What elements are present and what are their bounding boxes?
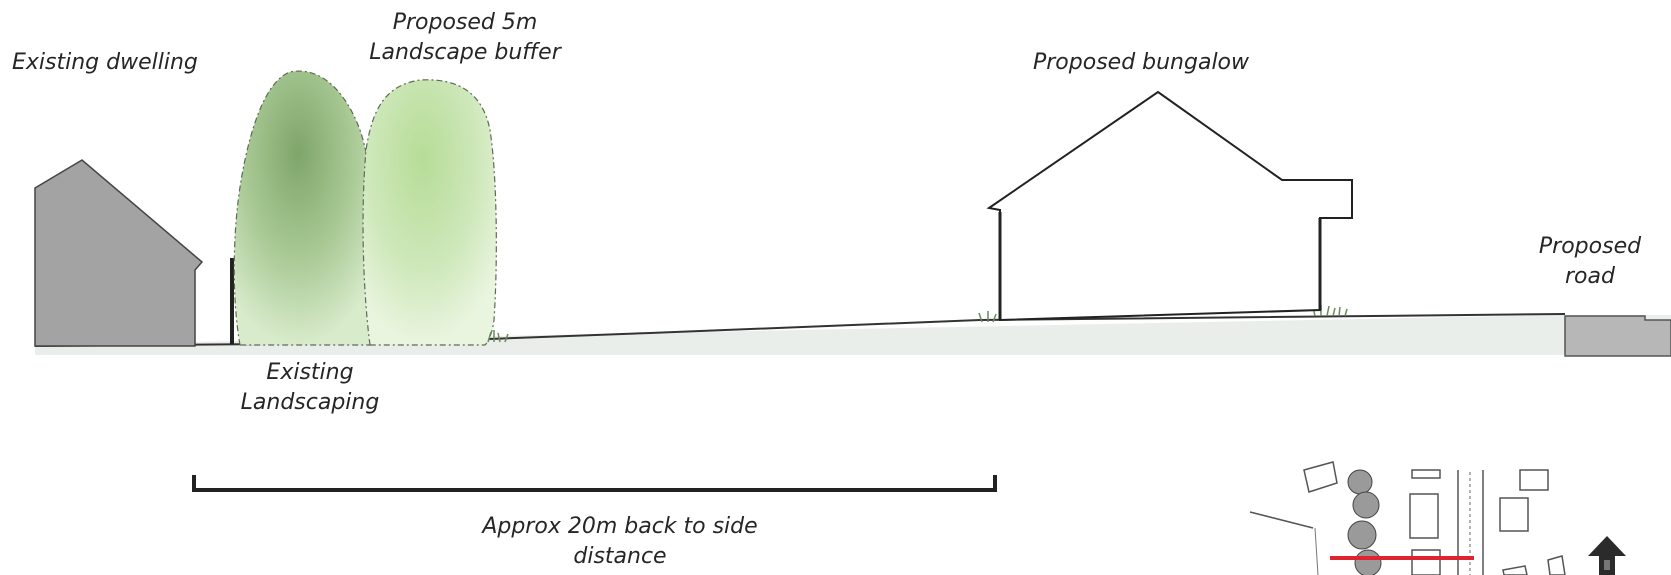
distance-dimension	[192, 475, 997, 492]
hedge-proposed	[362, 79, 497, 346]
existing-landscaping-label-line2: Landscaping	[240, 390, 380, 415]
key-plan	[1249, 461, 1566, 575]
landscape-buffer-label-line2: Landscape buffer	[369, 40, 561, 65]
existing-dwelling	[34, 159, 204, 347]
existing-landscaping-label: Existing Landscaping	[210, 358, 410, 418]
landscape-buffer-label-line1: Proposed 5m	[392, 10, 538, 35]
distance-label: Approx 20m back to side distance	[420, 512, 820, 572]
proposed-road-label-line2: road	[1565, 264, 1615, 289]
proposed-bungalow	[986, 90, 1353, 322]
north-arrow-icon	[1588, 536, 1626, 575]
distance-label-line1: Approx 20m back to side	[482, 514, 758, 539]
landscape-buffer-label: Proposed 5m Landscape buffer	[335, 8, 595, 68]
proposed-bungalow-label: Proposed bungalow	[1033, 50, 1250, 75]
existing-landscaping-label-line1: Existing	[266, 360, 354, 385]
hedge-existing	[233, 70, 377, 346]
existing-dwelling-label: Existing dwelling	[12, 50, 198, 75]
proposed-road-label-line1: Proposed	[1538, 234, 1642, 259]
distance-label-line2: distance	[573, 544, 667, 569]
proposed-road-label: Proposed road	[1515, 232, 1665, 292]
proposed-road	[1564, 315, 1671, 357]
